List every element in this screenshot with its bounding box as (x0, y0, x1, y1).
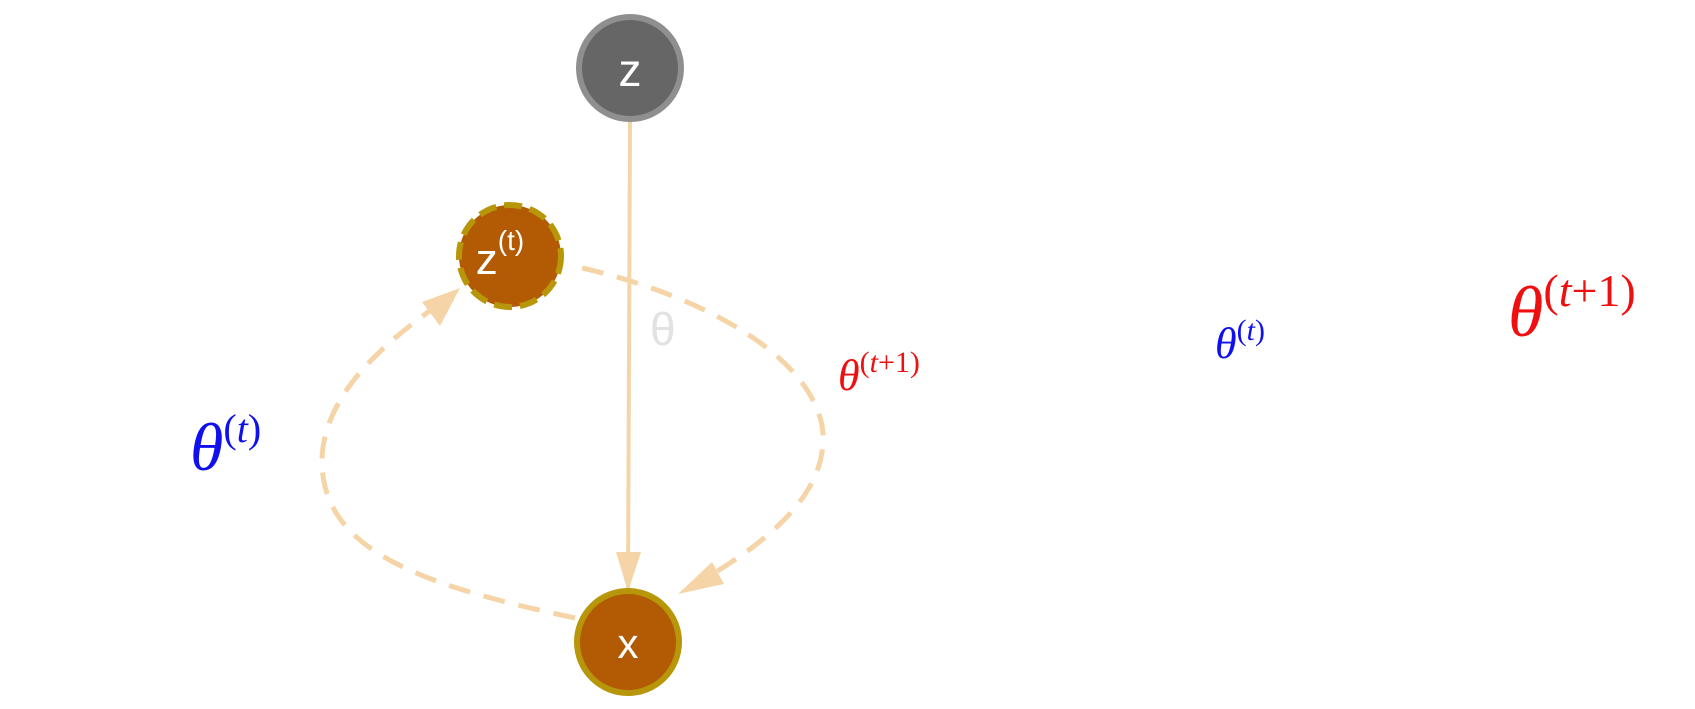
svg-text:θ(t): θ(t) (1215, 314, 1265, 368)
svg-text:θ(t): θ(t) (190, 406, 261, 485)
edge-x-to-z-t (319, 288, 576, 621)
edge-label-theta: θ (650, 303, 676, 355)
theta-base: θ (1508, 272, 1543, 352)
svg-text:θ(t+1): θ(t+1) (1508, 265, 1636, 352)
theta-base: θ (190, 409, 223, 485)
node-z-t-label: z (476, 235, 498, 284)
node-z: z (576, 14, 684, 122)
node-z-label: z (619, 44, 642, 96)
svg-text:θ(t+1): θ(t+1) (838, 346, 920, 400)
node-x-label: x (618, 620, 639, 667)
annotation-theta-t-right: θ(t) (1215, 314, 1265, 368)
theta-base: θ (1215, 319, 1237, 368)
annotation-theta-t-left: θ(t) (190, 406, 261, 485)
annotation-theta-t1-right: θ(t+1) (1508, 265, 1636, 352)
annotation-theta-t1-mid: θ(t+1) (838, 346, 920, 400)
edge-z-to-x: θ (616, 119, 676, 592)
svg-text:z(t): z(t) (476, 225, 524, 284)
node-x: x (574, 588, 682, 696)
arrowhead-z-t-to-x (678, 562, 724, 594)
node-z-t: z(t) (456, 202, 564, 310)
theta-base: θ (838, 351, 860, 400)
edge-z-t-to-x (581, 265, 826, 594)
arrowhead-x-to-z-t (422, 288, 460, 326)
node-z-t-superscript: (t) (498, 225, 524, 256)
arrowhead-z-to-x (616, 552, 641, 592)
